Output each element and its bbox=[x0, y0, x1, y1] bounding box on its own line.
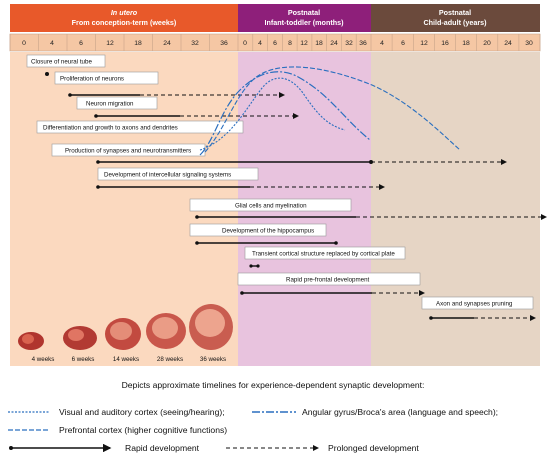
tick-month: 36 bbox=[359, 40, 367, 47]
tick-week: 32 bbox=[191, 40, 199, 47]
tick-month: 12 bbox=[300, 40, 308, 47]
in-utero-header bbox=[10, 4, 238, 32]
process-box bbox=[421, 296, 534, 310]
embryo-label: 4 weeks bbox=[32, 356, 55, 363]
child-title: Postnatal bbox=[439, 8, 471, 17]
tick-month: 24 bbox=[330, 40, 338, 47]
tick-month: 4 bbox=[258, 40, 262, 47]
embryo-4-weeks bbox=[18, 332, 44, 350]
process-label: Transient cortical structure replaced by… bbox=[252, 251, 395, 258]
process-label: Production of synapses and neurotransmit… bbox=[65, 148, 191, 155]
process-label: Rapid pre-frontal development bbox=[286, 277, 370, 284]
tick-month: 8 bbox=[288, 40, 292, 47]
tick-year: 30 bbox=[525, 40, 533, 47]
embryo-6-weeks bbox=[63, 326, 97, 350]
tick-year: 20 bbox=[483, 40, 491, 47]
legend-rapid-label: Rapid development bbox=[125, 443, 200, 453]
tick-week: 36 bbox=[220, 40, 228, 47]
in-utero-subtitle: From conception-term (weeks) bbox=[72, 18, 177, 27]
process-label: Development of the hippocampus bbox=[222, 228, 314, 235]
tick-year: 24 bbox=[504, 40, 512, 47]
process-box bbox=[237, 272, 421, 286]
tick-week: 12 bbox=[106, 40, 114, 47]
tick-cells bbox=[9, 34, 541, 51]
process-label: Axon and synapses pruning bbox=[436, 301, 513, 308]
process-box bbox=[54, 71, 159, 85]
timeline-end-dot bbox=[256, 264, 260, 268]
timeline-end-dot bbox=[334, 241, 338, 245]
in-utero-title: In utero bbox=[111, 8, 138, 17]
process-box bbox=[26, 54, 106, 68]
legend-prefrontal-label: Prefrontal cortex (higher cognitive func… bbox=[59, 425, 227, 435]
tick-year: 4 bbox=[380, 40, 384, 47]
child-subtitle: Child-adult (years) bbox=[423, 18, 487, 27]
tick-year: 12 bbox=[420, 40, 428, 47]
embryo-label: 6 weeks bbox=[72, 356, 95, 363]
embryo-label: 14 weeks bbox=[113, 356, 139, 363]
embryo-28-weeks bbox=[146, 313, 186, 349]
infant-title: Postnatal bbox=[288, 8, 320, 17]
process-label: Development of intercellular signaling s… bbox=[104, 172, 231, 179]
legend-visual-label: Visual and auditory cortex (seeing/heari… bbox=[59, 407, 225, 417]
embryo-label: 28 weeks bbox=[157, 356, 183, 363]
legend-prolonged-label: Prolonged development bbox=[328, 443, 419, 453]
infant-header bbox=[238, 4, 371, 32]
infant-subtitle: Infant-toddler (months) bbox=[264, 18, 344, 27]
tick-week: 6 bbox=[79, 40, 83, 47]
tick-week: 18 bbox=[134, 40, 142, 47]
tick-week: 4 bbox=[50, 40, 54, 47]
tick-year: 16 bbox=[441, 40, 449, 47]
process-box bbox=[36, 120, 244, 134]
embryo-36-weeks bbox=[189, 304, 233, 350]
tick-month: 0 bbox=[243, 40, 247, 47]
tick-week: 0 bbox=[22, 40, 26, 47]
timeline-start-dot bbox=[45, 72, 49, 76]
tick-week: 24 bbox=[163, 40, 171, 47]
process-label: Proliferation of neurons bbox=[60, 76, 124, 83]
tick-year: 6 bbox=[401, 40, 405, 47]
prefrontal-curve bbox=[204, 66, 461, 153]
child-header bbox=[371, 4, 540, 32]
process-box bbox=[97, 167, 259, 181]
visual-auditory-curve bbox=[199, 77, 346, 151]
tick-month: 32 bbox=[345, 40, 353, 47]
embryo-14-weeks bbox=[105, 318, 141, 350]
process-label: Closure of neural tube bbox=[31, 59, 92, 66]
embryo-label: 36 weeks bbox=[200, 356, 226, 363]
process-box bbox=[76, 96, 158, 110]
tick-year: 18 bbox=[462, 40, 470, 47]
tick-month: 18 bbox=[315, 40, 323, 47]
child-band bbox=[371, 52, 540, 366]
process-label: Differentiation and growth to axons and … bbox=[43, 125, 178, 132]
tick-month: 6 bbox=[273, 40, 277, 47]
process-box bbox=[189, 223, 327, 237]
process-label: Neuron migration bbox=[86, 101, 134, 108]
legend-caption: Depicts approximate timelines for experi… bbox=[122, 380, 425, 390]
process-box bbox=[189, 198, 352, 212]
process-label: Glial cells and myelination bbox=[235, 203, 307, 210]
angular-gyrus-curve bbox=[199, 71, 371, 156]
process-box bbox=[244, 246, 406, 260]
legend-angular-label: Angular gyrus/Broca's area (language and… bbox=[302, 407, 498, 417]
